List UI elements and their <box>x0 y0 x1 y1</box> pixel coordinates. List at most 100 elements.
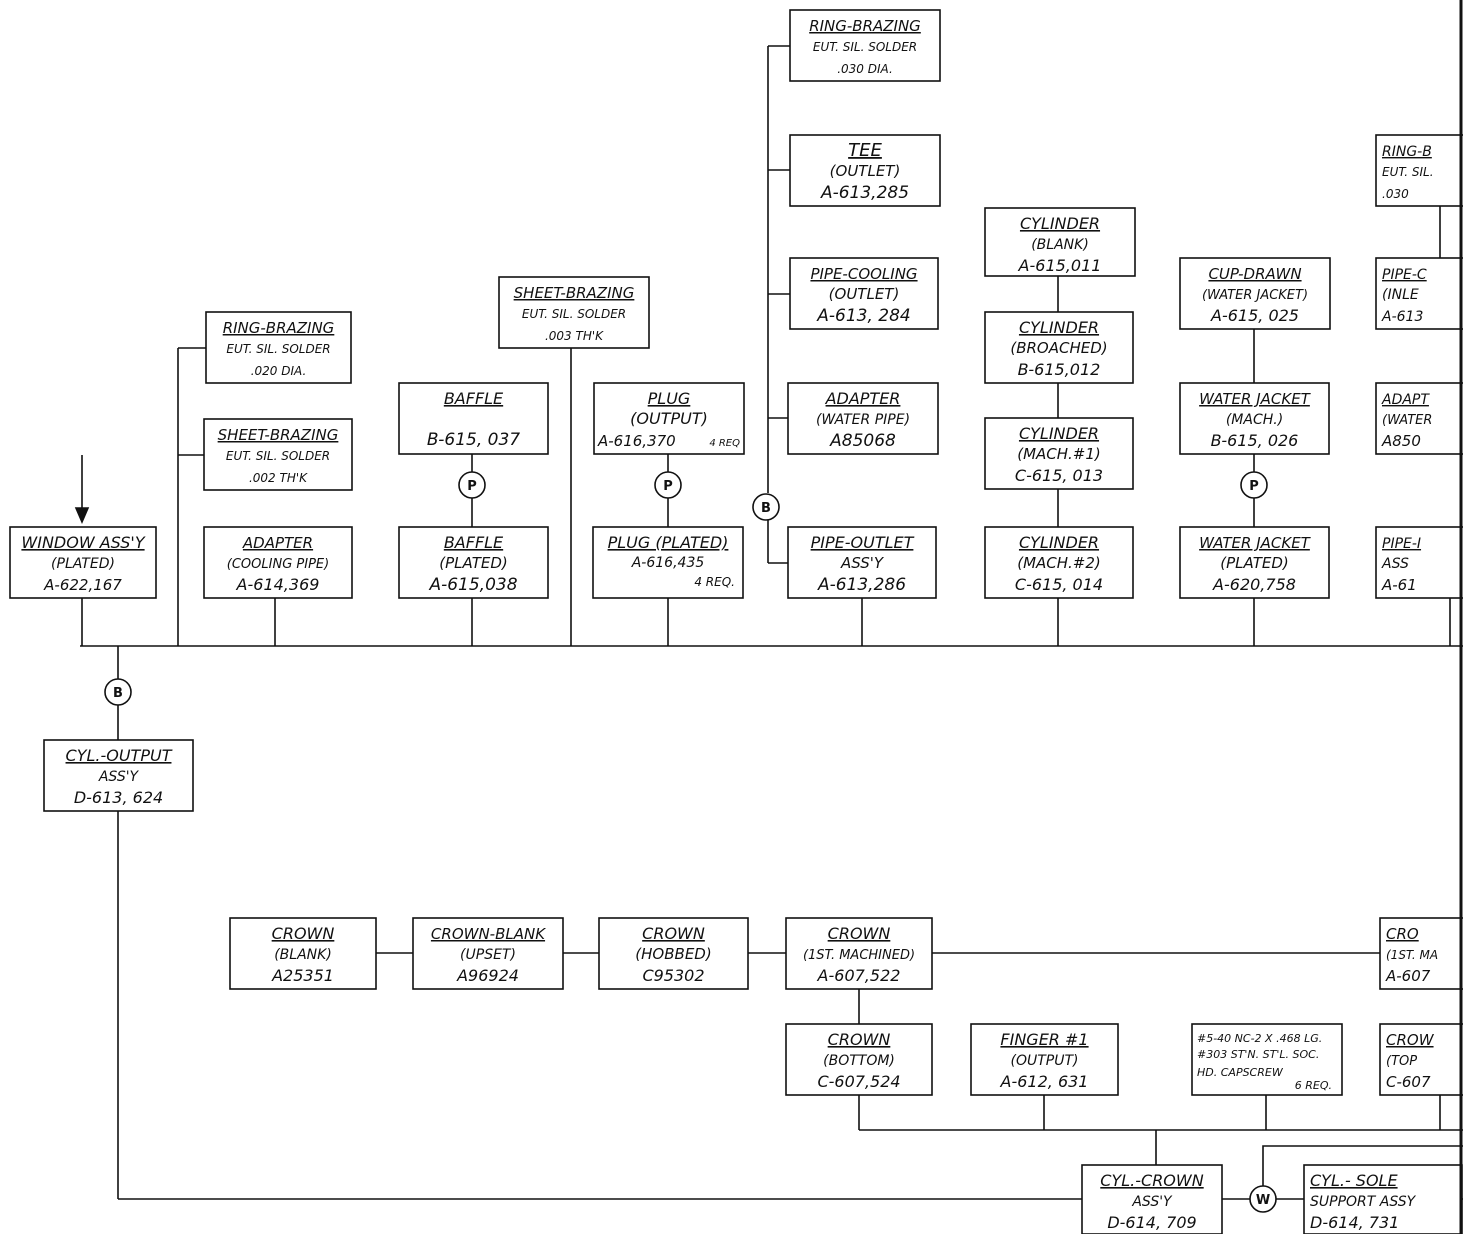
part-title: CYLINDER <box>1019 318 1099 337</box>
part-box-frame <box>205 311 352 384</box>
part-box-frame <box>593 382 745 455</box>
part-subtitle: EUT. SIL. SOLDER <box>226 449 330 463</box>
part-box-frame <box>789 257 939 330</box>
part-title: PIPE-C <box>1382 267 1427 283</box>
part-box-frame <box>1375 382 1463 455</box>
part-box-crown-blank: CROWN(BLANK)A25351 <box>229 917 377 990</box>
part-title: WINDOW ASS'Y <box>21 533 145 552</box>
part-box-pipe-right: PIPE-I ASS A-61 <box>1375 526 1463 599</box>
part-title: CROWN <box>828 924 891 943</box>
part-title: CRO <box>1386 925 1419 943</box>
part-number: A-613, 284 <box>816 306 910 326</box>
plating-symbol-plug-letter: P <box>663 479 673 494</box>
plating-symbol-waterjacket: P <box>1240 471 1268 499</box>
part-title: PLUG <box>648 389 691 408</box>
part-box-cup-drawn: CUP-DRAWN(WATER JACKET)A-615, 025 <box>1179 257 1331 330</box>
part-subtitle: (TOP <box>1386 1054 1417 1069</box>
part-box-cylinder-broached: CYLINDER(BROACHED)B-615,012 <box>984 311 1134 384</box>
part-box-frame <box>229 917 377 990</box>
part-subtitle: (PLATED) <box>1220 554 1288 572</box>
part-number: A-612, 631 <box>1000 1072 1089 1091</box>
plating-symbol-plug-ring <box>654 471 682 499</box>
part-number: C-615, 013 <box>1015 466 1103 485</box>
part-box-window-assy: WINDOW ASS'Y(PLATED)A-622,167 <box>9 526 157 599</box>
part-box-cylinder-mach-1: CYLINDER(MACH.#1)C-615, 013 <box>984 417 1134 490</box>
part-title: PIPE-OUTLET <box>811 533 915 552</box>
part-box-frame <box>789 9 941 82</box>
part-box-frame <box>1191 1023 1343 1096</box>
part-subtitle: SUPPORT ASSY <box>1310 1194 1417 1210</box>
part-box-frame <box>984 207 1136 277</box>
part-title: ADAPTER <box>825 389 901 408</box>
sole-branch <box>1262 1145 1463 1186</box>
part-number: A-615,038 <box>428 575 517 595</box>
part-title: BAFFLE <box>444 533 504 552</box>
part-box-frame <box>1179 257 1331 330</box>
part-box-frame <box>1179 526 1330 599</box>
part-box-frame <box>1379 917 1463 990</box>
part-number: A-61 <box>1381 576 1417 594</box>
part-title: ADAPTER <box>242 534 313 552</box>
part-title: PIPE-COOLING <box>810 265 917 283</box>
part-number: C-615, 014 <box>1015 575 1103 594</box>
part-box-cylinder-mach-2: CYLINDER(MACH.#2)C-615, 014 <box>984 526 1134 599</box>
part-subtitle: (MACH.#2) <box>1017 554 1101 572</box>
part-title: CYL.-CROWN <box>1100 1171 1203 1190</box>
part-box-crown-blank-upset: CROWN-BLANK (UPSET) A96924 <box>412 917 564 990</box>
part-subtitle: (INLE <box>1382 287 1419 303</box>
part-subtitle: (BLANK) <box>1031 237 1089 253</box>
part-number: A-614,369 <box>236 575 320 594</box>
part-subtitle: (PLATED) <box>51 556 115 572</box>
part-number: .003 TH'K <box>545 329 604 343</box>
part-box-frame <box>498 276 650 349</box>
part-box-crown-bottom: CROWN(BOTTOM)C-607,524 <box>785 1023 933 1096</box>
part-subtitle: (WATER JACKET) <box>1202 288 1308 303</box>
part-title: CROWN <box>272 924 335 943</box>
part-title: SHEET-BRAZING <box>218 426 339 444</box>
part-title: CROWN <box>828 1030 891 1049</box>
weld-symbol: W <box>1249 1185 1277 1213</box>
part-title: PLUG (PLATED) <box>608 533 729 552</box>
part-boxes: WINDOW ASS'Y(PLATED)A-622,167CYL.-OUTPUT… <box>9 9 1463 1234</box>
part-number: A850 <box>1381 432 1421 450</box>
brazing-symbol-outlet-letter: B <box>761 501 771 516</box>
part-subtitle: (BROACHED) <box>1010 339 1107 357</box>
part-number: D-614, 731 <box>1310 1213 1399 1232</box>
part-box-pipe-cooling-outlet: PIPE-COOLING (OUTLET) A-613, 284 <box>789 257 939 330</box>
part-subtitle: (COOLING PIPE) <box>227 557 329 572</box>
part-title: ADAPT <box>1381 392 1430 408</box>
part-title: CROWN-BLANK <box>431 925 546 943</box>
part-subtitle: ASS'Y <box>98 769 140 785</box>
part-box-frame <box>984 417 1134 490</box>
input-arrowhead <box>74 507 90 525</box>
part-box-frame <box>984 311 1134 384</box>
connector-lines <box>74 45 1463 1200</box>
plating-symbol-baffle: P <box>458 471 486 499</box>
part-number: A-616,435 <box>631 555 705 571</box>
part-box-tee-outlet: TEE(OUTLET)A-613,285 <box>789 134 941 207</box>
part-subtitle: (OUTLET) <box>829 285 900 303</box>
part-subtitle: ASS <box>1381 556 1409 572</box>
part-box-frame <box>412 917 564 990</box>
part-box-finger-1-output: FINGER #1(OUTPUT)A-612, 631 <box>970 1023 1119 1096</box>
part-box-frame <box>203 418 353 491</box>
part-subtitle: (MACH.) <box>1226 412 1283 428</box>
part-number: A96924 <box>456 966 519 985</box>
part-number: .020 DIA. <box>251 364 307 378</box>
part-box-frame <box>1375 526 1463 599</box>
part-subtitle: (UPSET) <box>460 947 516 963</box>
part-box-frame <box>787 382 939 455</box>
brazing-symbol-outlet: B <box>752 493 780 521</box>
capscrew-spec-line-2: #303 ST'N. ST'L. SOC. <box>1197 1048 1319 1061</box>
part-box-crown-hobbed: CROWN(HOBBED)C95302 <box>598 917 749 990</box>
part-title: PIPE-I <box>1382 536 1421 552</box>
